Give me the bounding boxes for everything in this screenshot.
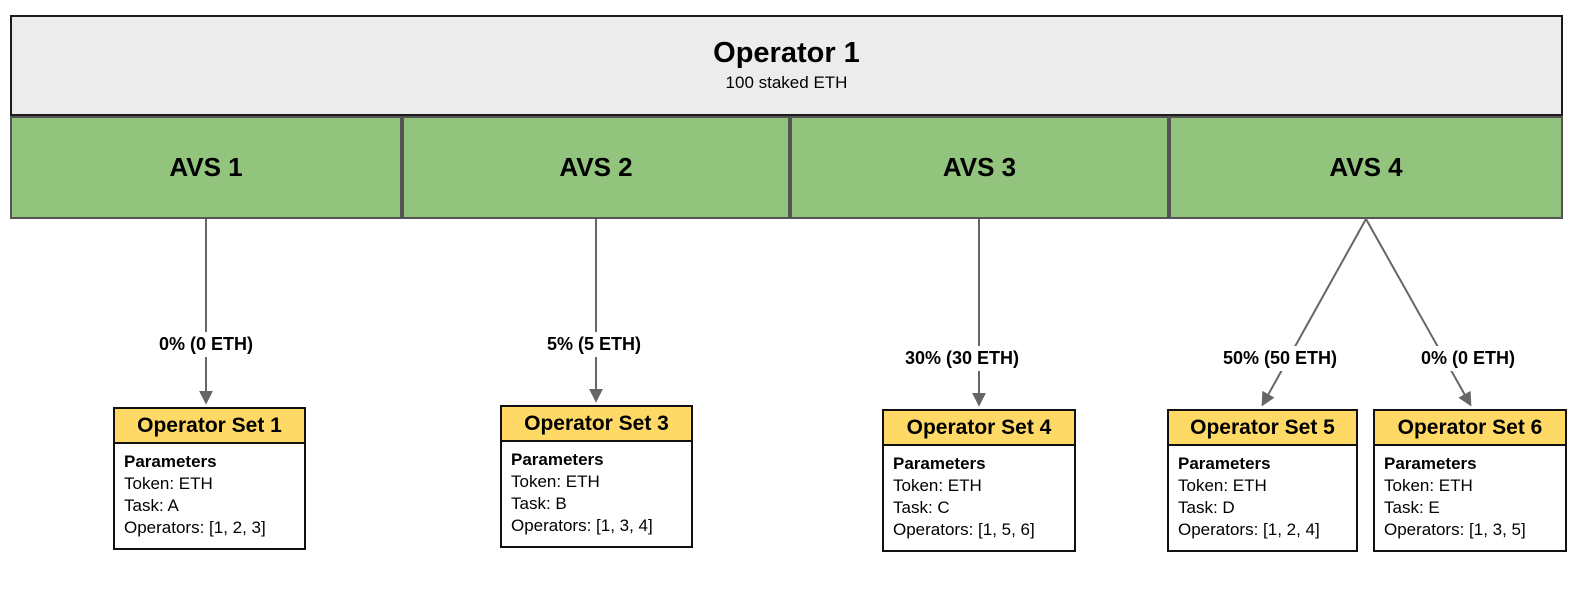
operator-box: Operator 1 100 staked ETH — [10, 15, 1563, 116]
avs-3-label: AVS 3 — [942, 152, 1017, 182]
operator-set-card-4: Operator Set 4 Parameters Token: ETH Tas… — [882, 409, 1076, 552]
param-token: Token: ETH — [1384, 476, 1473, 495]
allocation-label-set1: 0% (0 ETH) — [151, 332, 261, 357]
params-heading: Parameters — [1178, 454, 1271, 473]
param-token: Token: ETH — [893, 476, 982, 495]
operator-set-1-body: Parameters Token: ETH Task: A Operators:… — [115, 444, 304, 548]
param-task: Task: E — [1384, 498, 1440, 517]
allocation-label-set6: 0% (0 ETH) — [1413, 346, 1523, 371]
arrow-avs4-to-set5 — [1261, 218, 1367, 407]
operator-set-5-title: Operator Set 5 — [1169, 411, 1356, 446]
operator-set-4-body: Parameters Token: ETH Task: C Operators:… — [884, 446, 1074, 550]
avs-cell-1: AVS 1 — [10, 116, 402, 219]
operator-set-card-5: Operator Set 5 Parameters Token: ETH Tas… — [1167, 409, 1358, 552]
arrow-avs4-to-set6 — [1365, 218, 1472, 407]
avs-cell-4: AVS 4 — [1169, 116, 1563, 219]
params-heading: Parameters — [511, 450, 604, 469]
operator-set-3-body: Parameters Token: ETH Task: B Operators:… — [502, 442, 691, 546]
operator-set-4-title: Operator Set 4 — [884, 411, 1074, 446]
operator-set-5-body: Parameters Token: ETH Task: D Operators:… — [1169, 446, 1356, 550]
param-operators: Operators: [1, 2, 3] — [124, 518, 266, 537]
param-task: Task: D — [1178, 498, 1235, 517]
operator-set-6-title: Operator Set 6 — [1375, 411, 1565, 446]
operator-set-card-3: Operator Set 3 Parameters Token: ETH Tas… — [500, 405, 693, 548]
param-operators: Operators: [1, 2, 4] — [1178, 520, 1320, 539]
param-task: Task: C — [893, 498, 950, 517]
params-heading: Parameters — [893, 454, 986, 473]
operator-stake-subtitle: 100 staked ETH — [725, 72, 848, 92]
param-operators: Operators: [1, 5, 6] — [893, 520, 1035, 539]
avs-cell-2: AVS 2 — [402, 116, 790, 219]
avs-2-label: AVS 2 — [559, 152, 633, 182]
param-task: Task: A — [124, 496, 179, 515]
operator-set-6-body: Parameters Token: ETH Task: E Operators:… — [1375, 446, 1565, 550]
param-token: Token: ETH — [124, 474, 213, 493]
param-task: Task: B — [511, 494, 567, 513]
operator-set-1-title: Operator Set 1 — [115, 409, 304, 444]
operator-title: Operator 1 — [713, 37, 860, 70]
allocation-label-set4: 30% (30 ETH) — [897, 346, 1027, 371]
allocation-label-set3: 5% (5 ETH) — [539, 332, 649, 357]
param-token: Token: ETH — [1178, 476, 1267, 495]
param-token: Token: ETH — [511, 472, 600, 491]
param-operators: Operators: [1, 3, 5] — [1384, 520, 1526, 539]
allocation-label-set5: 50% (50 ETH) — [1215, 346, 1345, 371]
avs-4-label: AVS 4 — [1329, 152, 1403, 182]
avs-cell-3: AVS 3 — [790, 116, 1169, 219]
params-heading: Parameters — [1384, 454, 1477, 473]
avs-1-label: AVS 1 — [169, 152, 243, 182]
operator-set-3-title: Operator Set 3 — [502, 407, 691, 442]
params-heading: Parameters — [124, 452, 217, 471]
operator-set-card-1: Operator Set 1 Parameters Token: ETH Tas… — [113, 407, 306, 550]
param-operators: Operators: [1, 3, 4] — [511, 516, 653, 535]
operator-set-card-6: Operator Set 6 Parameters Token: ETH Tas… — [1373, 409, 1567, 552]
